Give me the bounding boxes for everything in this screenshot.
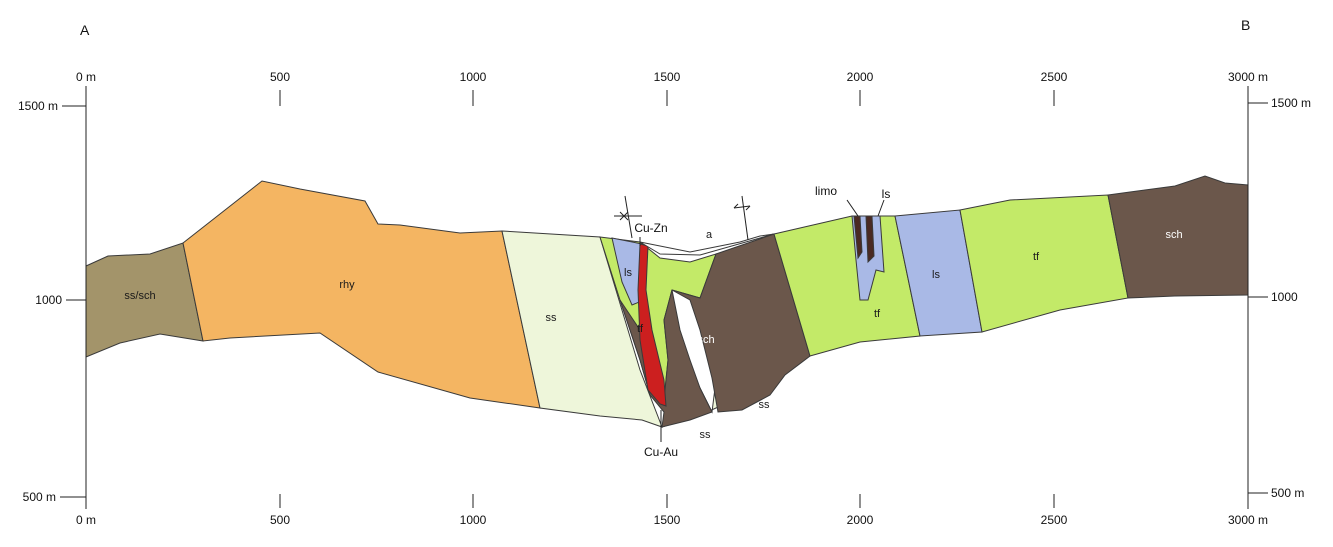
unit-sch-east [1107,175,1249,299]
unit-label-ss-lower-center: ss [700,429,712,441]
unit-label-ls-east: ls [932,269,940,281]
top-distance-label-500: 500 [270,70,290,84]
bottom-distance-label-1500: 1500 [654,513,681,527]
unit-label-rhy: rhy [339,279,355,291]
left-elevation-label-500: 500 m [23,490,56,504]
unit-alluvium [639,233,775,256]
unit-mineral-horizon [637,243,667,407]
leader-ls-top [877,199,885,217]
unit-label-a: a [706,229,713,241]
top-distance-label-2500: 2500 [1041,70,1068,84]
left-elevation-label-1500: 1500 m [18,99,58,113]
callout-cu-zn: Cu-Zn [634,221,667,235]
top-distance-label-1000: 1000 [460,70,487,84]
units-layer [85,175,1249,442]
unit-label-tf-center: tf [874,308,881,320]
callout-limo: limo [815,184,837,198]
unit-label-ss-sch: ss/sch [124,290,155,302]
right-elevation-label-1000: 1000 [1271,290,1298,304]
unit-label-tf-west: tf [637,323,644,335]
section-end-label: B [1241,17,1250,33]
top-distance-label-1500: 1500 [654,70,681,84]
bottom-distance-label-2500: 2500 [1041,513,1068,527]
bottom-distance-label-1000: 1000 [460,513,487,527]
syncline-axis-icon [614,211,642,221]
unit-label-sch-center: sch [697,334,714,346]
callout-cu-au: Cu-Au [644,445,678,459]
anticline-axis-icon [733,203,751,211]
top-distance-label-0: 0 m [76,70,96,84]
fault-trace-west [624,195,633,239]
section-start-label: A [80,22,90,38]
axes-layer [60,86,1268,509]
unit-label-tf-east: tf [1033,251,1040,263]
fault-trace-east [741,195,749,241]
unit-tf-east [959,194,1129,333]
unit-limo [853,215,875,264]
right-elevation-label-1500: 1500 m [1271,96,1311,110]
leader-limo [846,199,859,217]
labels-layer: A B 0 m 500 1000 1500 2000 2500 3000 m 0… [18,17,1311,527]
unit-rhy [182,180,541,409]
bottom-distance-label-2000: 2000 [847,513,874,527]
unit-label-sch-east: sch [1165,229,1182,241]
callout-ls-top: ls [882,187,891,201]
left-elevation-label-1000: 1000 [35,293,62,307]
unit-label-ss-lower-east: ss [759,399,771,411]
top-distance-label-3000: 3000 m [1228,70,1268,84]
unit-label-ss-west: ss [546,312,558,324]
bottom-distance-label-500: 500 [270,513,290,527]
right-elevation-label-500: 500 m [1271,486,1304,500]
unit-label-ls-west: ls [624,267,632,279]
bottom-distance-label-3000: 3000 m [1228,513,1268,527]
top-distance-label-2000: 2000 [847,70,874,84]
bottom-distance-label-0: 0 m [76,513,96,527]
